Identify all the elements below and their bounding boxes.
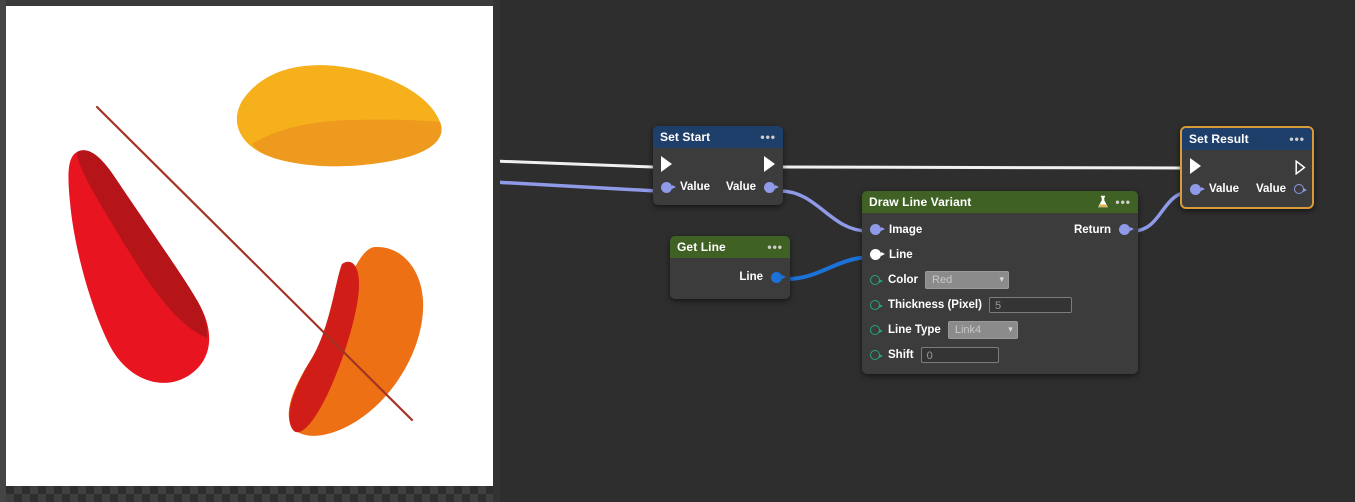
image-viewer-panel <box>0 0 500 502</box>
rendered-image-canvas[interactable] <box>6 6 493 486</box>
linetype-row: Line Type Link4 ▾ <box>862 317 1138 342</box>
image-return-row: Image Return <box>862 217 1138 242</box>
line-output-row: Line <box>670 262 790 292</box>
yellow-petal-shade <box>252 119 442 167</box>
node-graph-canvas[interactable]: Set Start ••• Value Value Get Line <box>500 0 1355 502</box>
image-in-port[interactable] <box>870 224 885 235</box>
node-menu-icon[interactable]: ••• <box>760 130 776 144</box>
shift-label: Shift <box>888 348 914 361</box>
red-petal-shade <box>76 150 208 338</box>
node-get-line-header[interactable]: Get Line ••• <box>670 236 790 258</box>
node-set-start-body: Value Value <box>653 148 783 205</box>
node-set-start-header[interactable]: Set Start ••• <box>653 126 783 148</box>
value-out-port[interactable] <box>1294 184 1307 194</box>
viewer-left-gutter <box>0 0 6 502</box>
return-out-port[interactable] <box>1119 224 1134 235</box>
linetype-label: Line Type <box>888 323 941 336</box>
node-draw-line-header[interactable]: Draw Line Variant ••• <box>862 191 1138 213</box>
linetype-dropdown[interactable]: Link4 ▾ <box>947 320 1018 339</box>
shift-in-port[interactable] <box>870 349 883 360</box>
panel-divider[interactable] <box>493 0 500 502</box>
chevron-down-icon: ▾ <box>1008 324 1013 334</box>
color-in-port[interactable] <box>870 274 883 285</box>
line-in-port[interactable] <box>870 249 885 260</box>
wire-exec-in <box>500 159 654 169</box>
drawn-line <box>95 105 414 422</box>
node-set-start-title: Set Start <box>660 130 711 144</box>
node-set-result[interactable]: Set Result ••• Value Value <box>1180 126 1314 209</box>
node-get-line-title: Get Line <box>677 240 726 254</box>
line-row: Line <box>862 242 1138 267</box>
color-dropdown-value: Red <box>932 273 953 286</box>
value-in-port[interactable] <box>1190 183 1205 195</box>
wire-line-to-line <box>786 255 871 281</box>
value-out-label: Value <box>1255 183 1286 195</box>
value-row: Value Value <box>1182 178 1312 200</box>
exec-out-icon[interactable] <box>764 156 775 172</box>
exec-in-icon[interactable] <box>661 156 672 172</box>
exec-row <box>1182 154 1312 178</box>
node-draw-line-variant[interactable]: Draw Line Variant ••• Image Return <box>862 191 1138 374</box>
node-get-line-body: Line <box>670 258 790 299</box>
exec-out-icon[interactable] <box>1295 159 1306 175</box>
color-label: Color <box>888 273 919 286</box>
node-get-line[interactable]: Get Line ••• Line <box>670 236 790 299</box>
shift-row: Shift 0 <box>862 342 1138 367</box>
node-menu-icon[interactable]: ••• <box>1289 132 1305 146</box>
value-in-port[interactable] <box>661 181 676 193</box>
thickness-row: Thickness (Pixel) 5 <box>862 292 1138 317</box>
line-label: Line <box>889 248 913 261</box>
exec-in-icon[interactable] <box>1190 158 1201 174</box>
image-label: Image <box>889 223 923 236</box>
value-in-label: Value <box>1209 183 1240 195</box>
flask-icon <box>1097 195 1109 209</box>
value-in-label: Value <box>680 181 711 193</box>
exec-row <box>653 152 783 176</box>
chevron-down-icon: ▾ <box>999 274 1005 284</box>
canvas-checker-strip <box>6 486 500 502</box>
value-out-port[interactable] <box>764 181 779 193</box>
node-menu-icon[interactable]: ••• <box>767 240 783 254</box>
node-set-result-header[interactable]: Set Result ••• <box>1182 128 1312 150</box>
wire-data-in <box>500 180 658 193</box>
node-draw-line-title: Draw Line Variant <box>869 195 972 209</box>
thickness-input[interactable]: 5 <box>988 296 1072 313</box>
linetype-in-port[interactable] <box>870 324 883 335</box>
color-dropdown[interactable]: Red ▾ <box>925 270 1010 289</box>
line-out-label: Line <box>739 271 763 283</box>
image-content <box>68 65 442 436</box>
node-draw-line-body: Image Return Line Color Red ▾ Thickness <box>862 213 1138 374</box>
value-row: Value Value <box>653 176 783 198</box>
color-row: Color Red ▾ <box>862 267 1138 292</box>
thickness-in-port[interactable] <box>870 299 883 310</box>
shift-input[interactable]: 0 <box>920 346 999 363</box>
linetype-dropdown-value: Link4 <box>954 323 982 336</box>
wire-value-to-image <box>779 189 869 233</box>
value-out-label: Value <box>725 181 756 193</box>
wire-exec-start-to-result <box>782 165 1183 170</box>
thickness-label: Thickness (Pixel) <box>888 298 982 311</box>
orange-petal-shade <box>289 261 360 433</box>
node-set-result-body: Value Value <box>1182 150 1312 207</box>
return-label: Return <box>1073 223 1111 236</box>
node-set-start[interactable]: Set Start ••• Value Value <box>653 126 783 205</box>
node-set-result-title: Set Result <box>1189 132 1249 146</box>
node-menu-icon[interactable]: ••• <box>1115 195 1131 209</box>
line-out-port[interactable] <box>771 271 786 283</box>
